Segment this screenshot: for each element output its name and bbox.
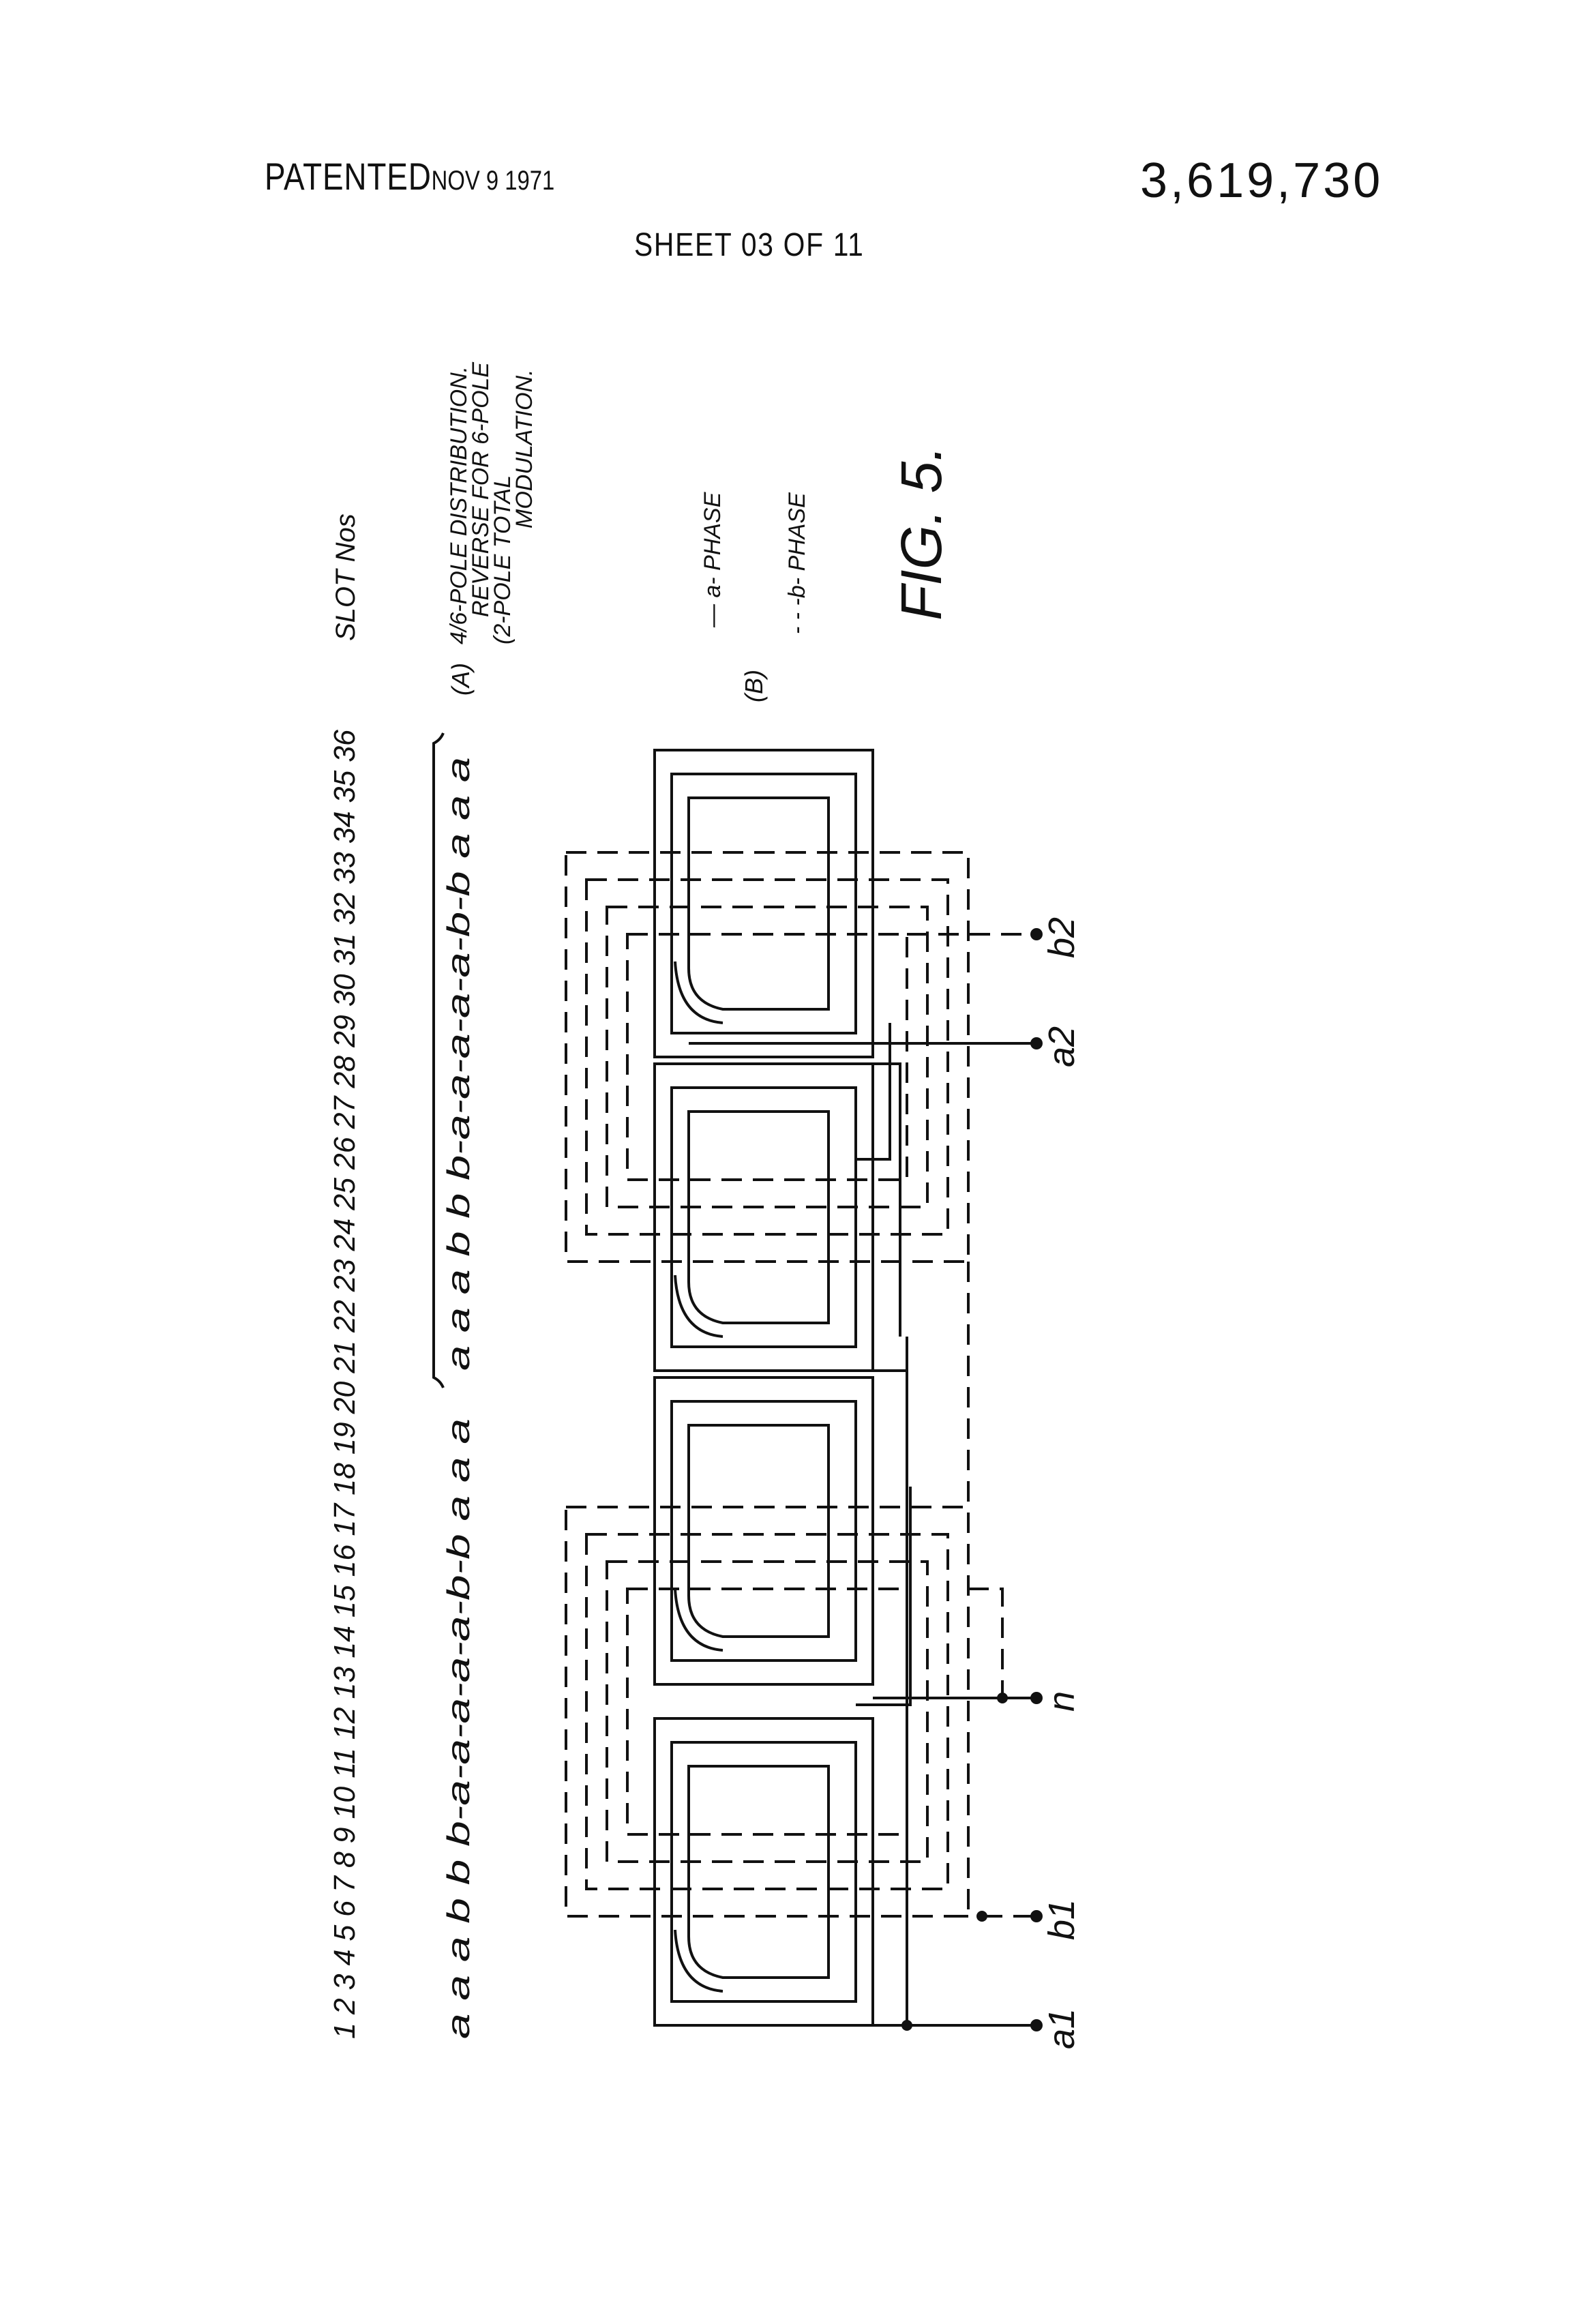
terminal-label-a2: a2 (1041, 1026, 1082, 1067)
terminal-label-b1: b1 (1041, 1899, 1082, 1940)
legend-b-marker: (B) (740, 670, 768, 702)
legend-a-marker: (A) (447, 663, 475, 696)
terminal-label-b2: b2 (1041, 917, 1082, 958)
junction-dot (997, 1693, 1008, 1703)
a-phase-coil-group-1 (655, 1718, 873, 2025)
legend-b-phase: - - -b- PHASE (784, 492, 810, 634)
n-b-lead (968, 1589, 1002, 1698)
a-phase-coil-group-2 (655, 1377, 873, 1684)
terminal-label-a1: a1 (1041, 2008, 1082, 2049)
legend-a-line4: MODULATION. (511, 369, 537, 528)
slot-sequence-first: a a a b b b-a-a-a-a-a-b-b a a a (441, 1418, 476, 2039)
junction-dot (901, 2020, 912, 2031)
a-phase-coil-group-3 (655, 1064, 873, 1371)
a-phase-inner-link (856, 1023, 910, 1705)
legend-a-phase: — a- PHASE (700, 492, 726, 628)
slot-sequence-second: a a a b b b-a-a-a-a-a-b-b a a a (441, 757, 476, 1371)
a-phase-coil-group-4 (655, 750, 873, 1057)
terminal-label-n: n (1041, 1691, 1082, 1712)
figure-label: FIG. 5. (889, 445, 953, 621)
slot-heading: SLOT Nos (331, 513, 361, 641)
junction-dot (976, 1911, 987, 1922)
slot-numbers: 1 2 3 4 5 6 7 8 9 10 11 12 13 14 15 16 1… (328, 729, 361, 2039)
